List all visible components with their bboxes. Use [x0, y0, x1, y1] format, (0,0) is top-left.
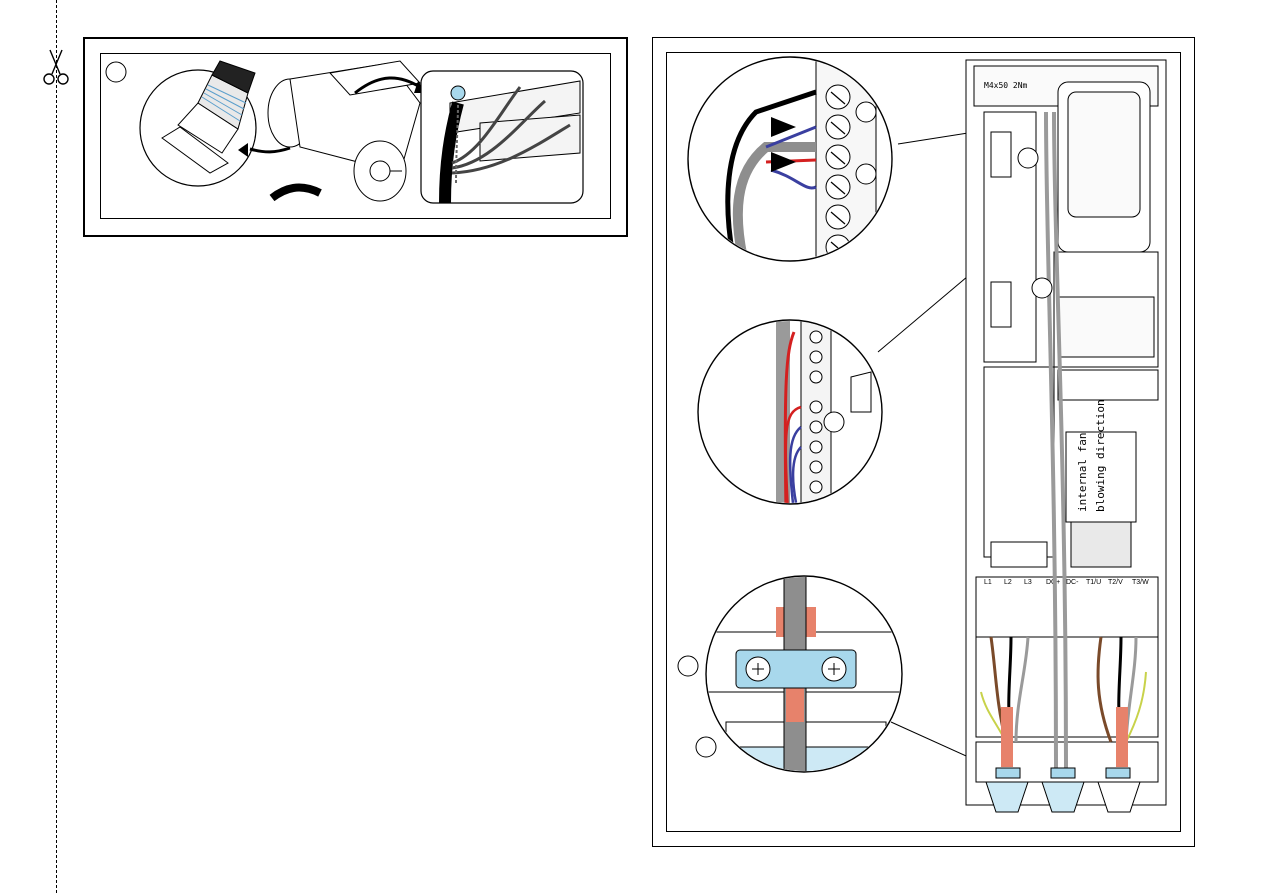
fan-label-line2: blowing direction	[1094, 399, 1107, 512]
cable-glands	[985, 767, 1141, 813]
closeup-control-terminals-top	[687, 56, 893, 262]
drive-illustration: M4x50 2Nm internal fan blowing direction…	[677, 56, 1167, 813]
terminal-label-l2: L2	[1004, 579, 1012, 586]
power-cables	[980, 111, 1147, 773]
svg-text:blowing direction: blowing direction	[1094, 399, 1107, 512]
scissors-icon	[40, 48, 72, 88]
terminal-label-l1: L1	[984, 579, 992, 586]
terminal-label-t3w: T3/W	[1132, 579, 1149, 586]
screw-torque-label: M4x50 2Nm	[984, 81, 1028, 90]
fan-label-line1: internal fan	[1076, 433, 1089, 512]
shield-closeup	[161, 60, 256, 174]
terminal-label-l3: L3	[1024, 579, 1032, 586]
terminal-label-t2v: T2/V	[1108, 579, 1123, 586]
cut-line	[56, 0, 57, 893]
circle-callout-icon	[105, 61, 127, 83]
closeup-control-terminals-middle	[697, 319, 883, 505]
terminal-box-closeup	[439, 80, 581, 204]
motor-shield-figure-frame	[83, 37, 628, 237]
svg-text:internal fan: internal fan	[1076, 433, 1089, 512]
drive-figure-inner-frame	[666, 52, 1181, 832]
motor-shield-illustration	[105, 60, 584, 204]
motor-shield-figure-inner-frame	[100, 53, 611, 219]
terminal-label-dcminus: DC-	[1066, 579, 1079, 586]
motor-drawing	[267, 60, 421, 202]
terminal-label-t1u: T1/U	[1086, 579, 1101, 586]
closeup-cable-clamp	[677, 575, 903, 773]
drive-figure-frame	[652, 37, 1195, 847]
